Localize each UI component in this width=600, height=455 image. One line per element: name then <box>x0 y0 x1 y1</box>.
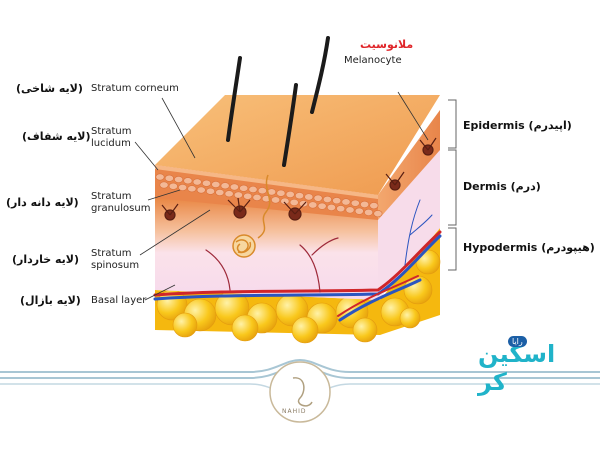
skincare-logo-badge: رایا <box>508 336 527 347</box>
epidermis-cell <box>215 188 225 196</box>
epidermis-cell <box>192 178 202 186</box>
epidermis-cell <box>159 181 169 189</box>
nahid-logo-circle <box>269 361 331 423</box>
epidermis-cell <box>304 193 314 201</box>
sweat-gland <box>232 174 271 258</box>
epidermis-cell <box>178 183 188 191</box>
dermis-front-face <box>155 195 378 300</box>
epidermis-cell <box>294 192 304 200</box>
epidermis-cell <box>285 190 295 198</box>
melanocyte-cells <box>161 137 437 221</box>
label-leader-lines <box>134 91 429 301</box>
epidermis-cell <box>174 175 184 183</box>
epidermis-cell <box>369 202 379 210</box>
epidermis-cell <box>341 198 351 206</box>
epidermis-cell <box>233 191 243 199</box>
epidermis-cell <box>373 210 383 218</box>
epidermis-cell <box>364 208 374 216</box>
hypodermis-label: Hypodermis (هیپودرم) <box>463 241 595 254</box>
epidermis-cell <box>336 205 346 213</box>
epidermis-cell <box>202 179 212 187</box>
epidermis-cell <box>360 200 370 208</box>
epidermis-cell <box>168 182 178 190</box>
epidermis-cell <box>289 198 299 206</box>
epidermis-side-band <box>378 110 440 220</box>
epidermis-cell <box>248 185 258 193</box>
epidermis-cell <box>164 174 174 182</box>
dermis-side-face <box>378 145 440 300</box>
epidermis-cell <box>271 196 281 204</box>
stratum-corneum-fa-label: (لایه شاخی) <box>16 82 83 95</box>
epidermis-cell <box>280 197 290 205</box>
epidermis-cell-band <box>155 165 383 220</box>
fat-globule <box>172 312 198 338</box>
stratum-lucidum-label: Stratum lucidum <box>91 126 132 149</box>
fat-globule <box>352 317 378 343</box>
basal-layer-label: Basal layer <box>91 295 147 306</box>
epidermis-cell <box>187 185 197 193</box>
nahid-logo-icon <box>292 377 313 407</box>
hypodermis-en: Hypodermis <box>463 241 538 254</box>
epidermis-cell <box>224 190 234 198</box>
epidermis-cell <box>350 199 360 207</box>
hair-strands <box>226 36 330 167</box>
epidermis-fa: (اپیدرم) <box>528 119 572 132</box>
epidermis-cell <box>276 189 286 197</box>
epidermis-cell <box>308 201 318 209</box>
epidermis-cell <box>211 180 221 188</box>
epidermis-cell <box>322 195 332 203</box>
stratum-corneum-top-surface <box>155 95 440 195</box>
layer-brackets <box>448 99 457 271</box>
dermis-fa: (درم) <box>510 180 541 193</box>
epidermis-cell <box>155 173 165 181</box>
footer-decorative-band <box>0 358 600 423</box>
epidermis-en: Epidermis <box>463 119 525 132</box>
epidermis-cell <box>239 184 249 192</box>
epidermis-cell <box>313 194 323 202</box>
epidermis-cell <box>317 202 327 210</box>
hypodermis-fa: (هیپودرم) <box>541 241 595 254</box>
fat-globule <box>231 314 259 342</box>
melanocyte-fa-label: ملانوسیت <box>360 38 414 51</box>
epidermis-cell <box>183 177 193 185</box>
epidermis-cell <box>298 200 308 208</box>
stratum-granulosum-label: Stratum granulosum <box>91 191 151 214</box>
stratum-lucidum-fa-label: (لایه شفاف) <box>22 130 91 143</box>
blood-vessels <box>153 199 442 322</box>
epidermis-cell <box>229 183 239 191</box>
skincare-logo: اسکین کر رایا <box>478 336 588 396</box>
stratum-granulosum-fa-label: (لایه دانه دار) <box>6 196 79 209</box>
epidermis-cell <box>345 206 355 214</box>
epidermis-label: Epidermis (اپیدرم) <box>463 119 572 132</box>
epidermis-cell <box>243 192 253 200</box>
epidermis-cell <box>257 187 267 195</box>
dermis-label: Dermis (درم) <box>463 180 541 193</box>
epidermis-cell <box>206 187 216 195</box>
stratum-spinosum-label: Stratum spinosum <box>91 248 140 271</box>
fat-globule <box>291 316 319 344</box>
epidermis-cell <box>354 207 364 215</box>
fat-globule <box>399 307 421 329</box>
epidermis-cell <box>326 203 336 211</box>
basal-layer-fa-label: (لایه بازال) <box>20 294 81 307</box>
epidermis-cell <box>220 182 230 190</box>
dermis-en: Dermis <box>463 180 507 193</box>
stratum-spinosum-fa-label: (لایه خاردار) <box>12 253 80 266</box>
stratum-corneum-label: Stratum corneum <box>91 83 179 94</box>
melanocyte-label: Melanocyte <box>344 55 402 66</box>
hypodermis-fat-block <box>155 228 441 344</box>
epidermis-cell <box>252 193 262 201</box>
skincare-logo-text: اسکین کر <box>478 340 556 396</box>
nahid-brand-text: NAHID <box>282 408 307 415</box>
epidermis-cell <box>196 186 206 194</box>
epidermis-cell <box>332 197 342 205</box>
